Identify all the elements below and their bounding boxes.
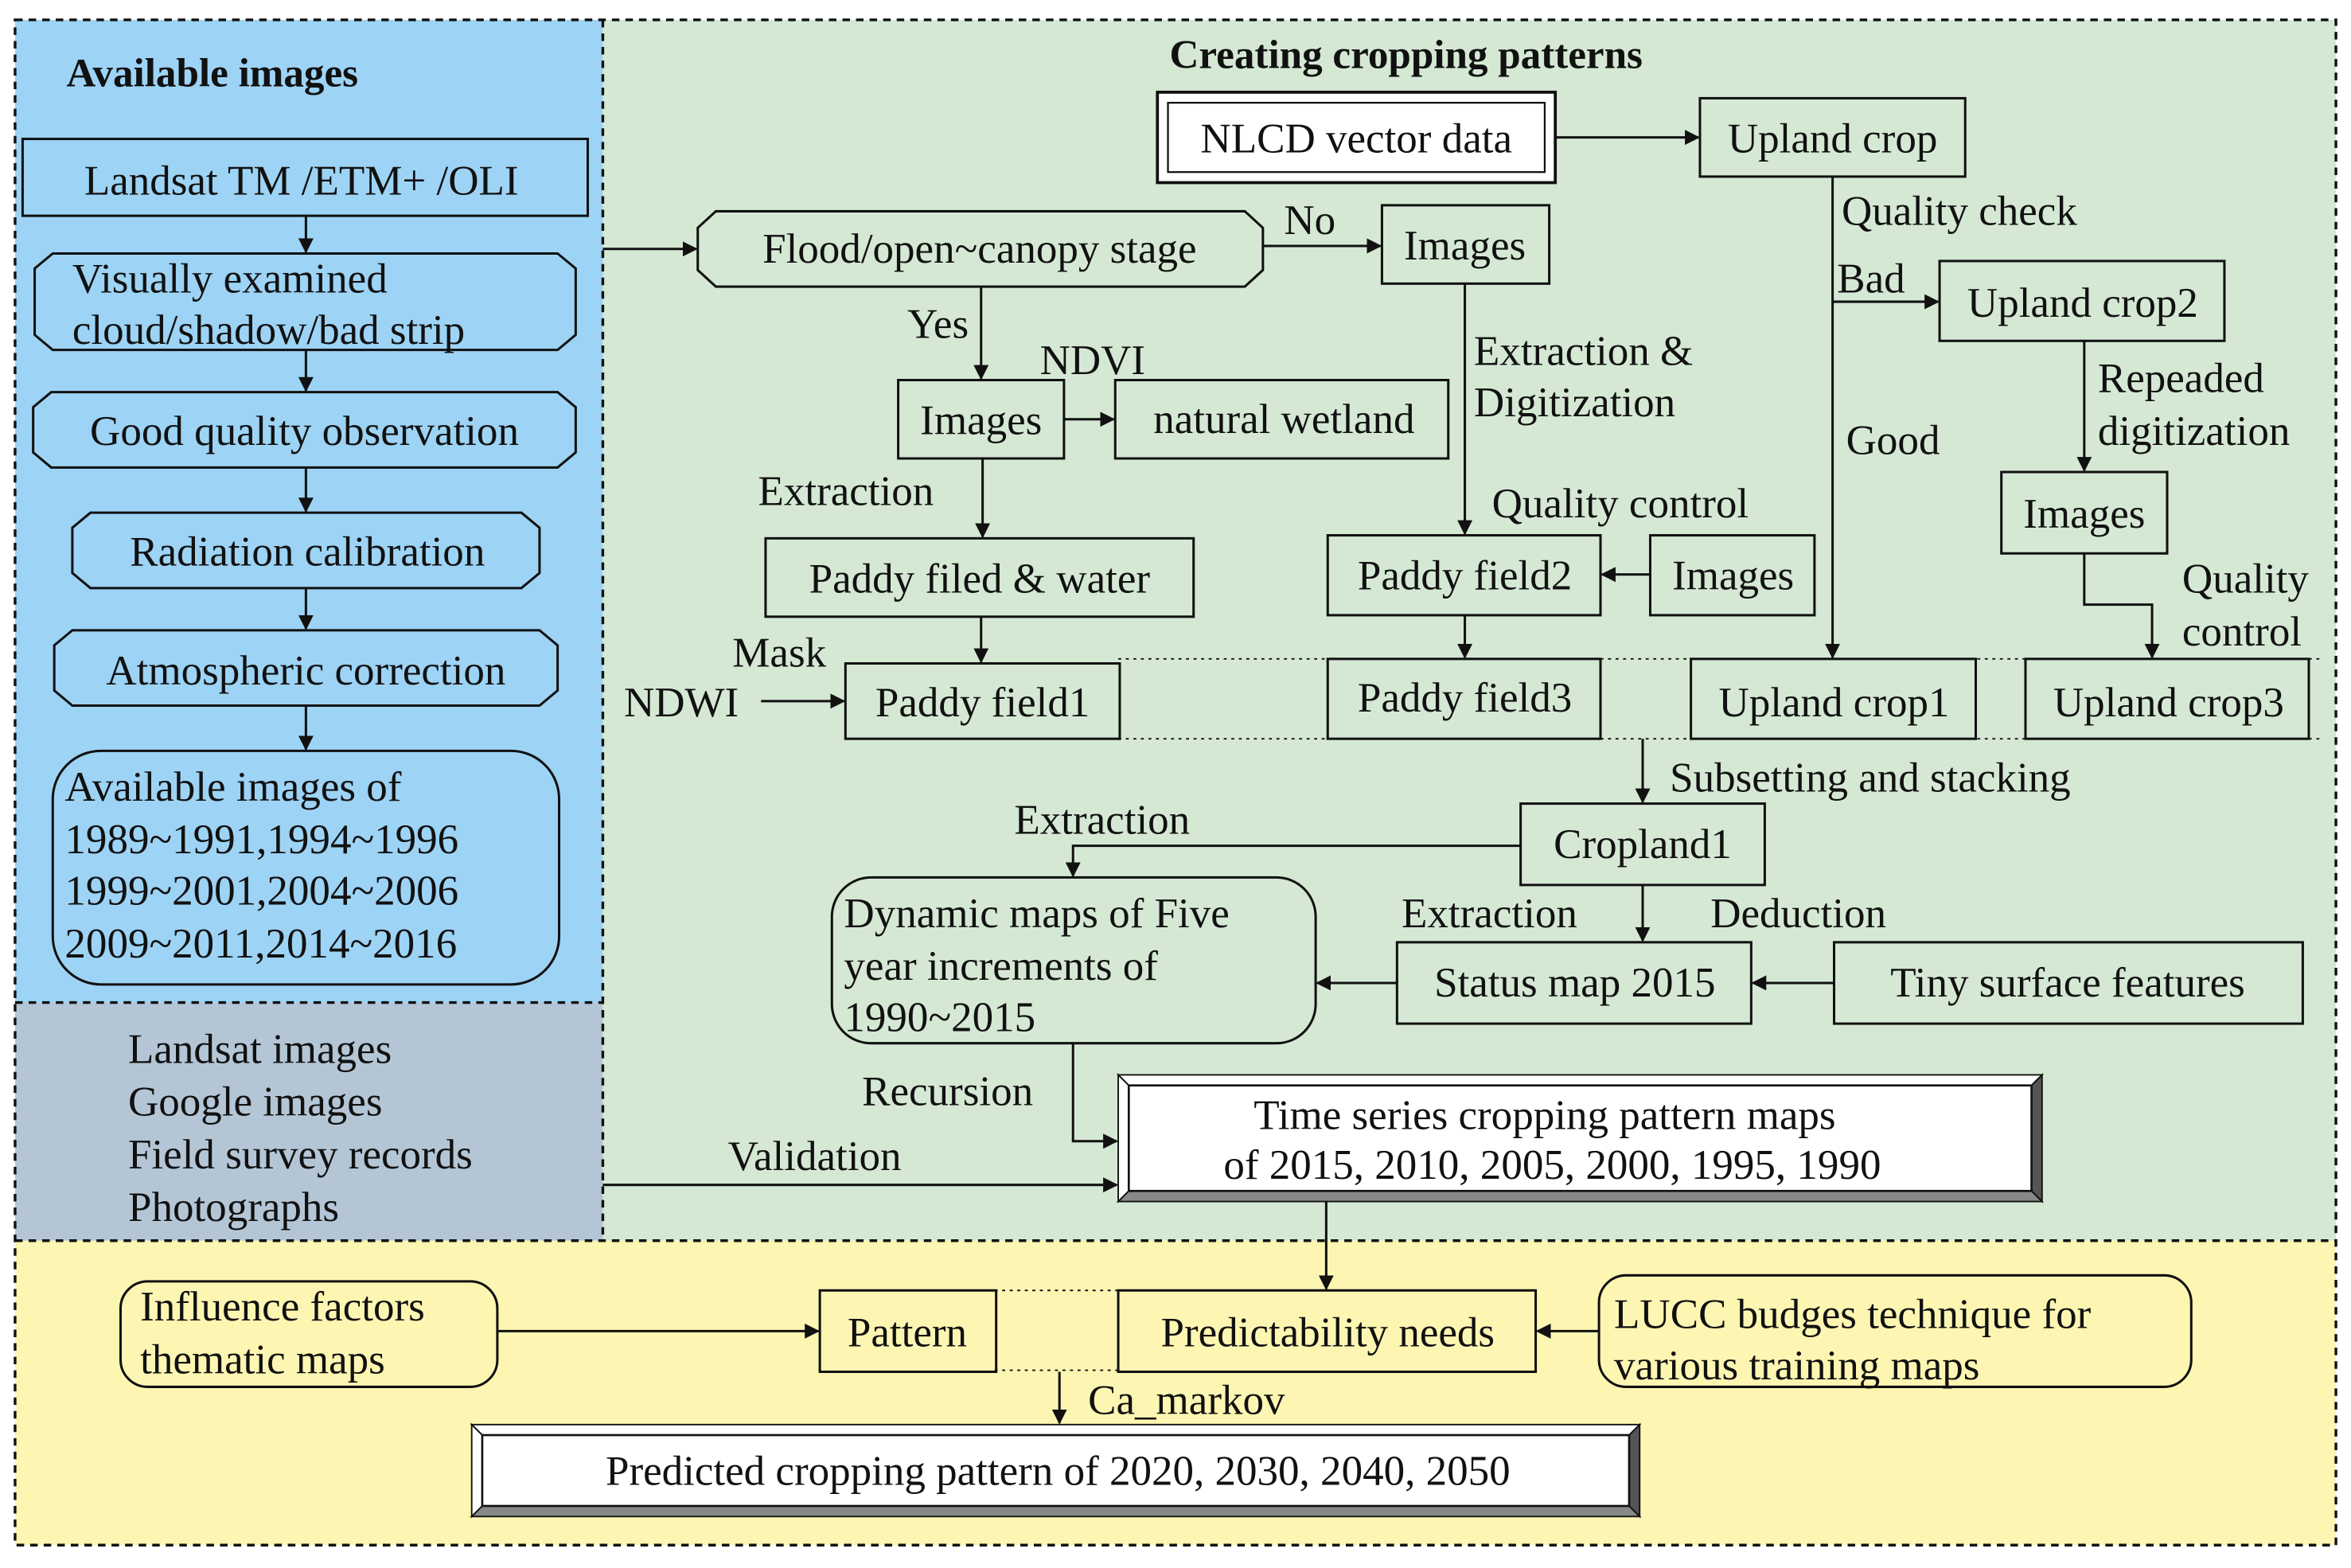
pattern-label: Pattern bbox=[848, 1309, 967, 1355]
label-extraction-status: Extraction bbox=[1402, 891, 1577, 937]
upland1-label: Upland crop1 bbox=[1718, 680, 1949, 726]
validation-source: Field survey records bbox=[128, 1132, 473, 1178]
label-quality-control: Quality control bbox=[1492, 481, 1749, 527]
paddy1-box bbox=[844, 661, 1121, 740]
green-panel bbox=[602, 19, 2337, 1241]
label-ndwi: NDWI bbox=[624, 680, 739, 726]
gray-panel bbox=[14, 1002, 603, 1241]
label-quality-2: control bbox=[2182, 609, 2302, 655]
predictability-label: Predictability needs bbox=[1160, 1309, 1495, 1355]
dynamic-label-2: year increments of bbox=[844, 943, 1158, 989]
timeseries-label-2: of 2015, 2010, 2005, 2000, 1995, 1990 bbox=[1223, 1142, 1881, 1188]
validation-source: Photographs bbox=[128, 1184, 339, 1231]
natural-wetland-box bbox=[1113, 379, 1450, 460]
timeseries-label-1: Time series cropping pattern maps bbox=[1253, 1093, 1835, 1139]
radiation-label: Radiation calibration bbox=[130, 529, 485, 575]
label-extraction-digit-2: Digitization bbox=[1474, 380, 1675, 426]
radiation-box bbox=[71, 511, 541, 590]
label-no: No bbox=[1284, 197, 1335, 244]
upland3-box bbox=[2024, 657, 2310, 740]
label-extraction-digit-1: Extraction & bbox=[1474, 329, 1693, 375]
paddy3-label: Paddy field3 bbox=[1358, 675, 1572, 721]
label-repeaded-2: digitization bbox=[2098, 408, 2290, 454]
dynamic-label-3: 1990~2015 bbox=[844, 995, 1035, 1041]
available-images-title: Available images bbox=[66, 50, 358, 96]
atmospheric-label: Atmospheric correction bbox=[106, 648, 505, 694]
nlcd-label: NLCD vector data bbox=[1200, 116, 1512, 162]
label-quality-check: Quality check bbox=[1842, 188, 2077, 234]
images-mid-label: Images bbox=[920, 398, 1042, 444]
creating-patterns-title: Creating cropping patterns bbox=[1170, 33, 1643, 78]
predicted-label: Predicted cropping pattern of 2020, 2030… bbox=[606, 1449, 1511, 1495]
good-quality-label: Good quality observation bbox=[90, 408, 519, 454]
label-ndvi: NDVI bbox=[1040, 337, 1146, 384]
outer-border bbox=[14, 18, 2337, 1547]
influence-label-2: thematic maps bbox=[140, 1336, 385, 1383]
validation-source: Google images bbox=[128, 1079, 383, 1125]
label-yes: Yes bbox=[907, 301, 969, 347]
images-right-label: Images bbox=[2023, 491, 2145, 537]
predicted-box bbox=[481, 1433, 1631, 1508]
influence-box bbox=[119, 1280, 499, 1388]
pattern-box bbox=[818, 1289, 998, 1374]
years-label-3: 1999~2001,2004~2006 bbox=[64, 868, 458, 914]
visual-label-2: cloud/shadow/bad strip bbox=[72, 307, 465, 353]
lucc-label-1: LUCC budges technique for bbox=[1614, 1292, 2092, 1338]
paddy-water-label: Paddy filed & water bbox=[809, 556, 1151, 603]
label-recursion: Recursion bbox=[862, 1068, 1033, 1114]
natural-wetland-label: natural wetland bbox=[1153, 396, 1414, 443]
visual-label-1: Visually examined bbox=[72, 256, 388, 302]
tiny-features-label: Tiny surface features bbox=[1890, 960, 2245, 1006]
images-top-label: Images bbox=[1404, 223, 1526, 269]
years-label-1: Available images of bbox=[64, 764, 401, 810]
years-label-2: 1989~1991,1994~1996 bbox=[64, 817, 458, 863]
label-validation: Validation bbox=[728, 1133, 902, 1180]
good-quality-box bbox=[32, 391, 577, 469]
label-extraction-mid: Extraction bbox=[758, 469, 934, 515]
visual-exam-box bbox=[33, 252, 577, 352]
lucc-label-2: various training maps bbox=[1614, 1343, 1979, 1389]
paddy3-box bbox=[1326, 657, 1602, 740]
influence-label-1: Influence factors bbox=[140, 1284, 425, 1330]
label-mask: Mask bbox=[732, 630, 826, 676]
cropland1-label: Cropland1 bbox=[1554, 821, 1732, 868]
flood-label: Flood/open~canopy stage bbox=[762, 226, 1196, 272]
label-extraction-top: Extraction bbox=[1014, 797, 1190, 843]
upland2-label: Upland crop2 bbox=[1967, 280, 2198, 326]
paddy2-label: Paddy field2 bbox=[1358, 553, 1572, 599]
years-label-4: 2009~2011,2014~2016 bbox=[64, 921, 457, 967]
label-ca-markov: Ca_markov bbox=[1088, 1378, 1285, 1424]
validation-source: Landsat images bbox=[128, 1026, 392, 1072]
timeseries-box bbox=[1127, 1084, 2033, 1192]
upland-crop-label: Upland crop bbox=[1728, 116, 1938, 162]
images-qc-label: Images bbox=[1672, 553, 1794, 599]
label-repeaded-1: Repeaded bbox=[2098, 356, 2264, 402]
status-map-label: Status map 2015 bbox=[1434, 960, 1715, 1006]
dynamic-label-1: Dynamic maps of Five bbox=[844, 891, 1229, 937]
label-deduction: Deduction bbox=[1710, 891, 1886, 937]
label-quality-1: Quality bbox=[2182, 556, 2310, 603]
landsat-label: Landsat TM /ETM+ /OLI bbox=[84, 158, 519, 205]
atmospheric-box bbox=[53, 629, 559, 708]
years-box bbox=[51, 749, 561, 986]
upland3-label: Upland crop3 bbox=[2053, 680, 2284, 726]
upland1-box bbox=[1690, 657, 1978, 740]
label-bad: Bad bbox=[1837, 256, 1905, 302]
paddy1-label: Paddy field1 bbox=[875, 680, 1090, 726]
label-good: Good bbox=[1846, 417, 1940, 463]
label-subsetting: Subsetting and stacking bbox=[1670, 755, 2071, 801]
